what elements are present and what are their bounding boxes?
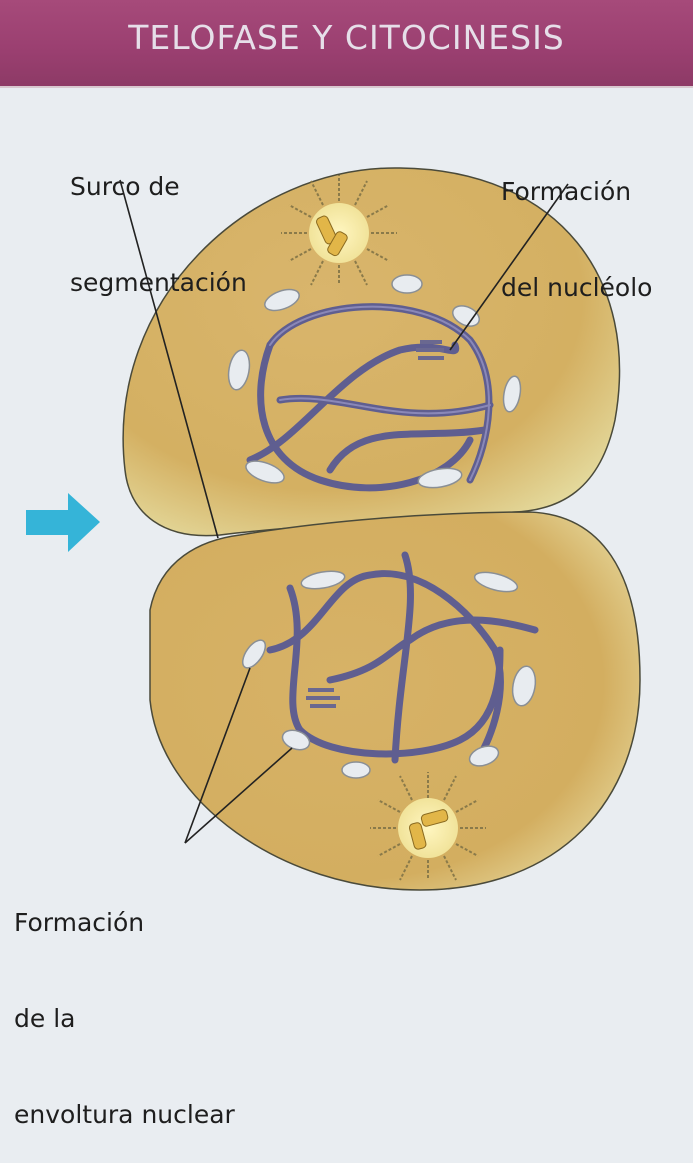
- lower-nucleolus: [306, 688, 340, 708]
- label-formacion-nucleolo: Formación del nucléolo: [501, 112, 652, 336]
- label-line: Formación: [14, 908, 145, 937]
- label-line: segmentación: [70, 268, 247, 297]
- label-line: envoltura nuclear: [14, 1100, 235, 1129]
- lower-centrosome: [370, 772, 486, 881]
- label-formacion-envoltura-nuclear: Formación de la envoltura nuclear: [14, 843, 235, 1163]
- upper-nucleolus: [416, 340, 444, 360]
- label-line: del nucléolo: [501, 273, 653, 302]
- label-surco-de-segmentacion: Surco de segmentación: [70, 107, 247, 331]
- lower-envelope-fragments: [241, 570, 537, 779]
- arrow-icon: [26, 493, 100, 552]
- lower-daughter-cell: [149, 511, 641, 891]
- leader-lines: [119, 179, 569, 844]
- cell-division-diagram: [26, 167, 641, 891]
- label-line: de la: [14, 1004, 76, 1033]
- label-line: Formación: [501, 177, 632, 206]
- upper-centrosome: [281, 175, 397, 286]
- page-title: TELOFASE Y CITOCINESIS: [128, 18, 565, 57]
- header-banner: TELOFASE Y CITOCINESIS: [0, 0, 693, 88]
- upper-envelope-fragments: [227, 274, 522, 489]
- upper-daughter-cell: [122, 167, 621, 537]
- lower-chromosomes: [266, 551, 539, 764]
- label-line: Surco de: [70, 172, 180, 201]
